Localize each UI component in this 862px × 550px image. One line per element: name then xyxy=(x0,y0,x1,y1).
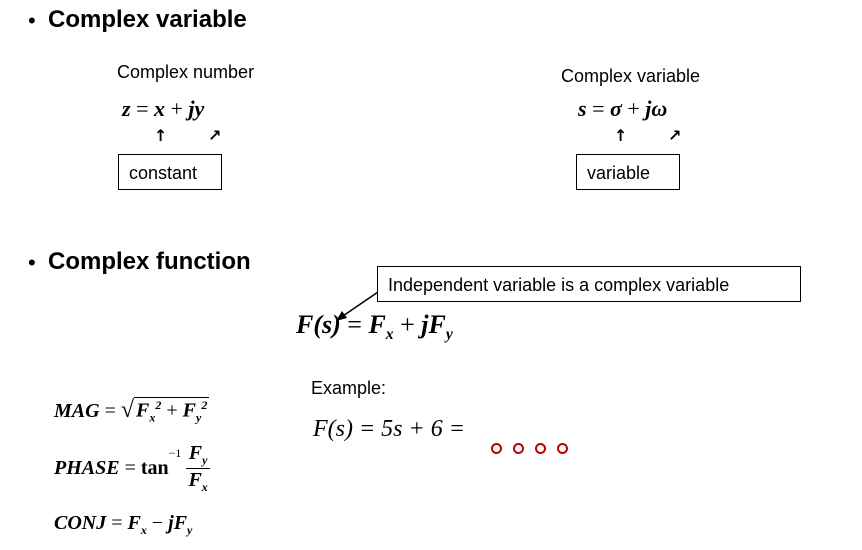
formula-F: F xyxy=(296,310,314,339)
sub-y: y xyxy=(445,326,453,344)
dot-icon xyxy=(491,443,502,454)
mag-lhs: MAG xyxy=(54,400,100,422)
complex-function-formula: F(s) = Fx + jFy xyxy=(296,310,453,344)
bullet-1: • xyxy=(28,8,36,33)
example-formula: F(s) = 5s + 6 = xyxy=(313,416,465,442)
formula-jw: jω xyxy=(645,96,668,121)
variable-box: variable xyxy=(576,154,680,190)
sqrt-content: Fx2 + Fy2 xyxy=(134,397,210,426)
arrow-up-icon: ↑ xyxy=(154,126,168,145)
formula-equals: = xyxy=(347,310,362,339)
mag-sq-2: 2 xyxy=(201,398,208,413)
phase-inverse: −1 xyxy=(168,446,182,461)
complex-variable-formula: s = σ + jω xyxy=(578,96,667,122)
phase-equals: = xyxy=(124,457,136,479)
formula-arg: (s) xyxy=(313,310,341,339)
sqrt-icon: √ xyxy=(120,397,135,423)
arrow-up-right-icon: ↗ xyxy=(208,126,222,145)
complex-number-label: Complex number xyxy=(117,62,255,82)
callout-box: Independent variable is a complex variab… xyxy=(377,266,801,302)
conj-equals: = xyxy=(111,512,123,534)
mag-equals: = xyxy=(104,400,116,422)
dot-icon xyxy=(535,443,546,454)
sub-x: x xyxy=(385,326,394,344)
formula-plus: + xyxy=(170,96,183,121)
complex-variable-label: Complex variable xyxy=(561,66,701,86)
mag-formula: MAG = √Fx2 + Fy2 xyxy=(54,397,210,426)
phase-lhs: PHASE xyxy=(54,457,120,479)
conj-y-sub: y xyxy=(187,523,193,537)
formula-jy: jy xyxy=(188,96,205,121)
conj-minus: − xyxy=(151,512,164,534)
dot-icon xyxy=(513,443,524,454)
formula-plus: + xyxy=(400,310,415,339)
mag-Fy: F xyxy=(182,400,196,422)
phase-den-sub: x xyxy=(201,480,208,494)
phase-fraction: Fy Fx xyxy=(186,442,210,495)
section-heading-complex-variable: Complex variable xyxy=(48,6,247,33)
formula-z: z xyxy=(122,96,131,121)
mag-x-sub: x xyxy=(149,411,156,425)
phase-tan: tan xyxy=(140,457,169,479)
conj-lhs: CONJ xyxy=(54,512,107,534)
complex-number-formula: z = x + jy xyxy=(122,96,204,122)
formula-plus: + xyxy=(627,96,640,121)
mag-sq-1: 2 xyxy=(155,398,162,413)
constant-box: constant xyxy=(118,154,222,190)
phase-num: F xyxy=(188,442,203,464)
ellipsis-dots-icon xyxy=(491,441,579,459)
formula-x: x xyxy=(153,96,165,121)
conj-formula: CONJ = Fx − jFy xyxy=(54,512,192,538)
phase-formula: PHASE = tan−1 Fy Fx xyxy=(54,442,210,495)
formula-sigma: σ xyxy=(609,96,622,121)
example-label: Example: xyxy=(311,378,387,398)
mag-Fx: F xyxy=(136,400,150,422)
phase-num-sub: y xyxy=(202,453,208,467)
mag-y-sub: y xyxy=(196,411,202,425)
formula-Fx: F xyxy=(368,310,386,339)
arrow-up-icon: ↑ xyxy=(614,126,628,145)
conj-Fx: F xyxy=(127,512,141,534)
formula-equals: = xyxy=(136,96,149,121)
formula-equals: = xyxy=(592,96,605,121)
conj-jFy: jF xyxy=(168,512,188,534)
section-heading-complex-function: Complex function xyxy=(48,248,251,275)
callout-arrow-icon xyxy=(336,291,379,321)
dot-icon xyxy=(557,443,568,454)
formula-jFy: jF xyxy=(421,310,446,339)
mag-plus: + xyxy=(166,400,178,422)
phase-den: F xyxy=(188,469,202,491)
conj-x-sub: x xyxy=(140,523,147,537)
bullet-2: • xyxy=(28,250,36,275)
formula-s: s xyxy=(578,96,587,121)
arrow-up-right-icon: ↗ xyxy=(668,126,682,145)
